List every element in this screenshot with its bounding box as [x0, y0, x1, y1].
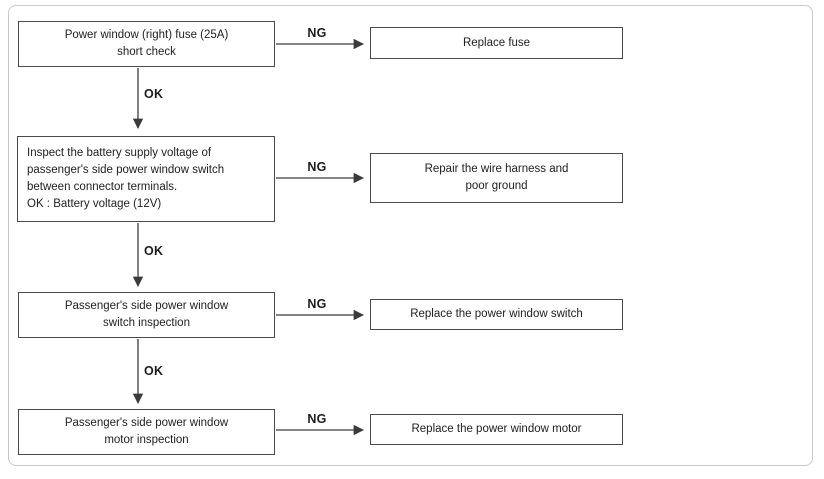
action-line: Replace the power window switch — [410, 308, 583, 320]
step-fuse-short-check: Power window (right) fuse (25A) short ch… — [18, 21, 275, 67]
action-replace-fuse: Replace fuse — [370, 27, 623, 59]
step-line: between connector terminals. — [27, 181, 178, 193]
ng-label-2: NG — [307, 160, 327, 174]
step-line: Inspect the battery supply voltage of — [27, 147, 212, 159]
ng-label-4: NG — [307, 412, 327, 426]
ok-label-3: OK — [144, 364, 164, 378]
ng-label-3: NG — [307, 297, 327, 311]
step-line: passenger's side power window switch — [27, 164, 225, 176]
step-motor-inspection: Passenger's side power window motor insp… — [18, 409, 275, 455]
step-line: Power window (right) fuse (25A) — [64, 29, 229, 41]
step-line: OK : Battery voltage (12V) — [27, 198, 162, 210]
ok-label-2: OK — [144, 244, 164, 258]
ng-label-1: NG — [307, 26, 327, 40]
action-line: poor ground — [465, 180, 528, 192]
step-switch-inspection: Passenger's side power window switch ins… — [18, 292, 275, 338]
action-replace-power-window-switch: Replace the power window switch — [370, 299, 623, 330]
ok-label-1: OK — [144, 87, 164, 101]
step-line: switch inspection — [103, 317, 190, 329]
step-battery-supply-voltage-inspection: Inspect the battery supply voltage of pa… — [17, 136, 275, 222]
step-line: Passenger's side power window — [64, 417, 229, 429]
diagram-frame — [8, 5, 813, 466]
action-repair-wire-harness: Repair the wire harness and poor ground — [370, 153, 623, 203]
action-line: Replace the power window motor — [411, 423, 582, 435]
action-line: Repair the wire harness and — [424, 163, 569, 175]
action-replace-power-window-motor: Replace the power window motor — [370, 414, 623, 445]
action-line: Replace fuse — [462, 36, 531, 49]
step-line: Passenger's side power window — [64, 300, 229, 312]
step-line: motor inspection — [104, 434, 189, 446]
step-line: short check — [117, 46, 176, 58]
